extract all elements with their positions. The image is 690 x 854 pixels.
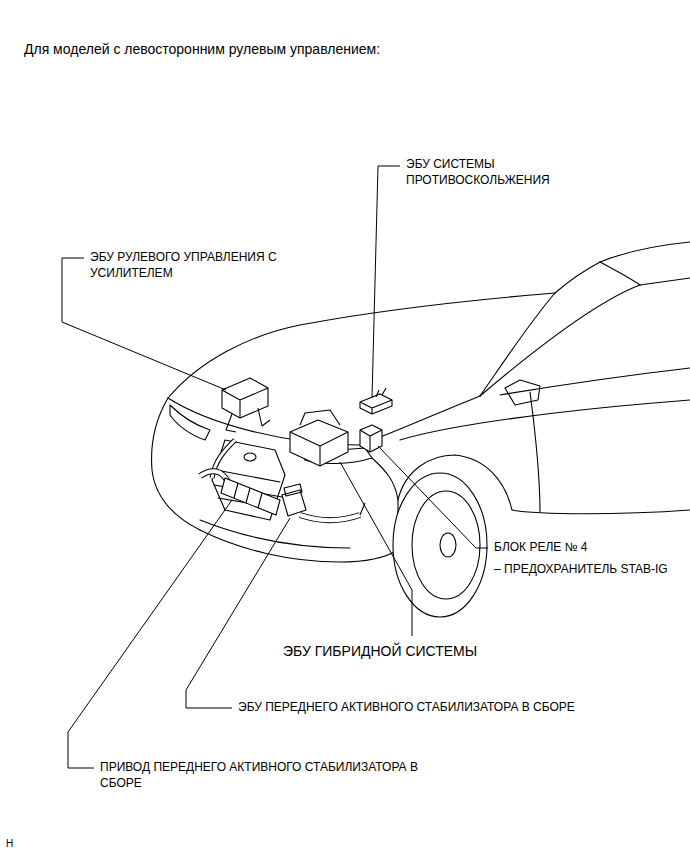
side-lower	[512, 510, 690, 514]
leader-line	[372, 166, 400, 398]
part-label: ЭБУ ГИБРИДНОЙ СИСТЕМЫ	[281, 642, 480, 660]
emblem	[244, 453, 256, 461]
skid-ecu-connector	[376, 388, 386, 397]
mirror	[505, 380, 540, 405]
power-steering-ecu	[222, 378, 268, 418]
rim	[412, 491, 480, 599]
leader-line	[68, 500, 232, 768]
hub	[440, 533, 456, 557]
stabilizer-actuator	[221, 478, 280, 515]
relay-block	[360, 425, 382, 452]
part-label: ЭБУ СИСТЕМЫ ПРОТИВОСКОЛЬЖЕНИЯ	[404, 157, 579, 188]
leader-lines	[62, 166, 488, 768]
stabilizer-bar-near-inner	[300, 515, 360, 520]
stabilizer-bar-near-outer	[300, 515, 360, 520]
leader-line	[378, 446, 488, 548]
door-line	[530, 392, 540, 512]
roof	[600, 242, 690, 262]
components	[200, 378, 392, 520]
figure-title: Для моделей с левосторонним рулевым упра…	[22, 40, 383, 58]
actuator-ribs	[234, 483, 262, 508]
leader-line	[186, 518, 290, 708]
part-label: БЛОК РЕЛЕ № 4	[492, 540, 591, 556]
part-label: ЭБУ ПЕРЕДНЕГО АКТИВНОГО СТАБИЛИЗАТОРА В …	[236, 700, 578, 716]
body-crease	[400, 400, 690, 440]
a-pillar-near	[480, 285, 640, 396]
stabilizer-ecu	[282, 484, 306, 516]
bumper-side	[152, 398, 200, 530]
roof-near-edge	[640, 278, 690, 285]
hybrid-ecu	[290, 420, 348, 466]
a-pillar-far	[555, 262, 600, 293]
part-label: ПРИВОД ПЕРЕДНЕГО АКТИВНОГО СТАБИЛИЗАТОРА…	[98, 760, 460, 791]
lower-intake	[200, 520, 350, 548]
headlight-far	[170, 405, 210, 440]
bumper-bottom	[200, 530, 398, 562]
leader-line	[340, 462, 412, 636]
figure-code: H	[4, 837, 16, 850]
power-steering-bracket	[226, 408, 270, 432]
beltline	[500, 368, 690, 395]
part-label: ЭБУ РУЛЕВОГО УПРАВЛЕНИЯ С УСИЛИТЕЛЕМ	[88, 250, 340, 281]
fuse-label: – ПРЕДОХРАНИТЕЛЬ STAB-IG	[492, 562, 671, 578]
grille	[212, 440, 285, 520]
windshield-top	[600, 262, 640, 285]
